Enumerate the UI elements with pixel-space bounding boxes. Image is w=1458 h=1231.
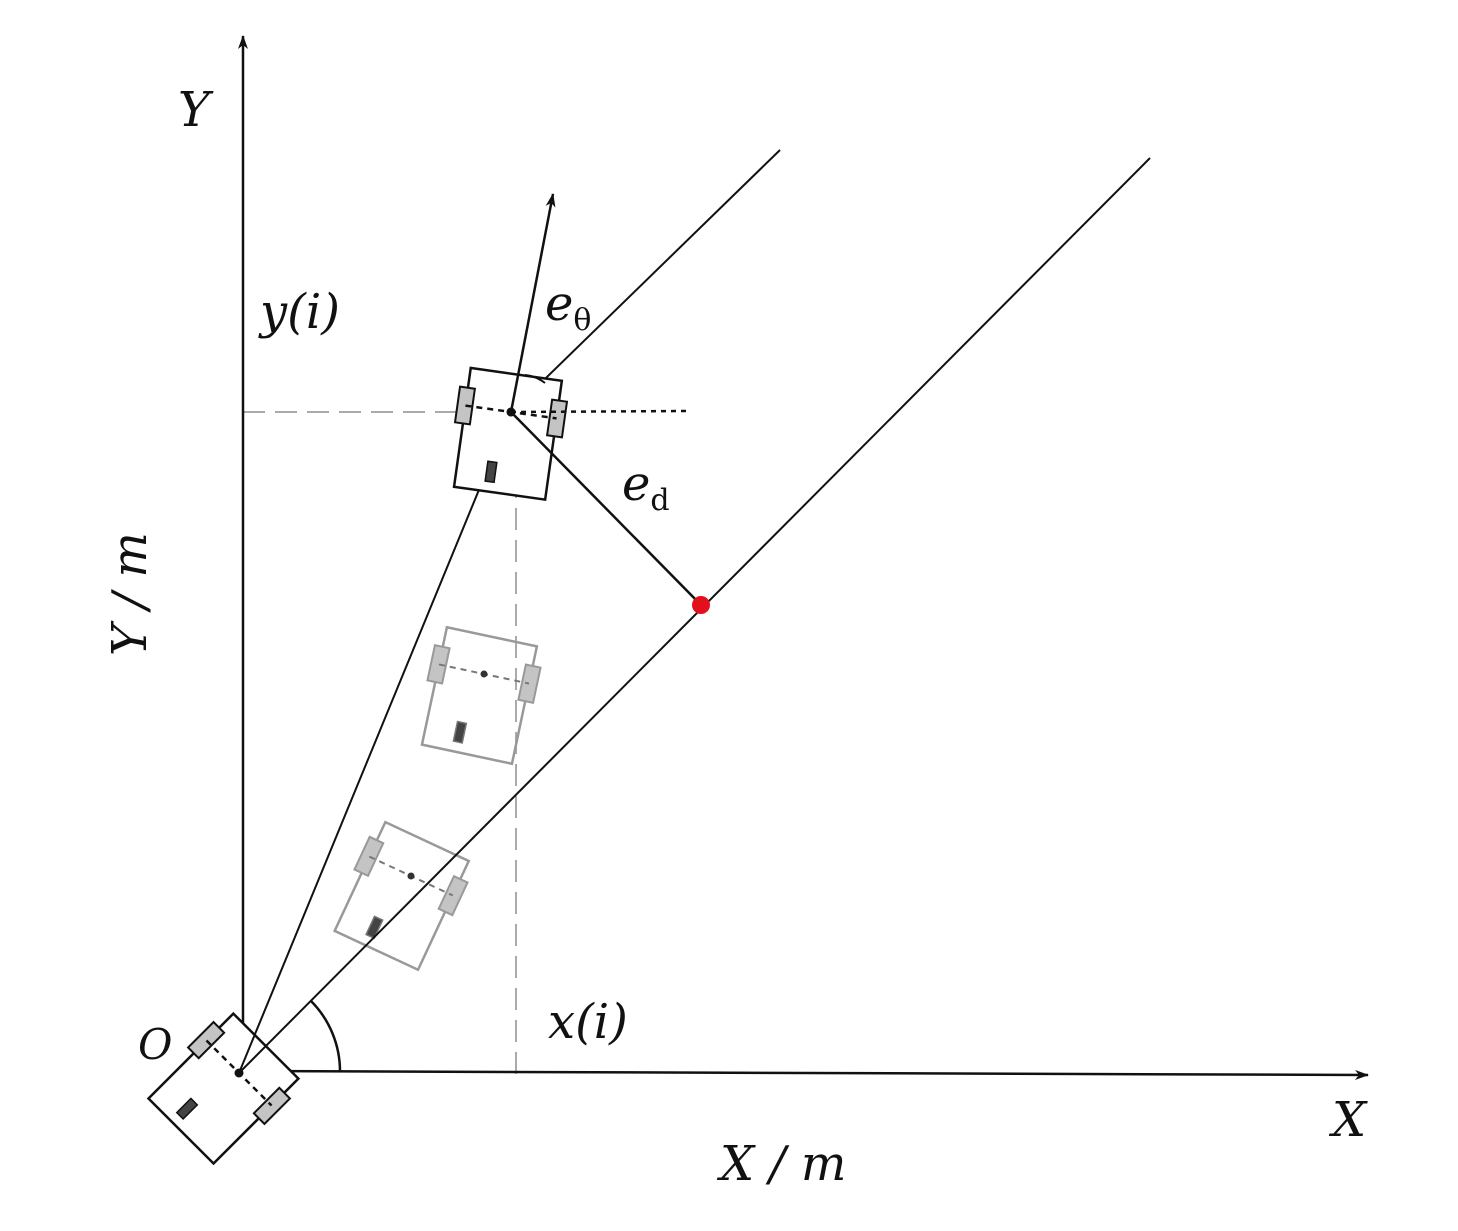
heading-arrow [509,193,556,413]
distance-error-label: ed [622,460,670,516]
x-axis-title: X / m [720,1136,847,1192]
robot-ghost-2 [326,817,478,975]
e-d-base: e [622,456,651,512]
robot-path-extension [510,149,781,413]
target-point [692,596,710,614]
robot-current [444,365,572,502]
y-axis-title: Y / m [102,524,158,664]
robot-ghost-1 [412,624,546,767]
e-theta-sub: θ [573,303,592,338]
x-i-label: x(i) [548,994,628,1050]
heading-error-label: eθ [545,280,591,336]
x-axis-label: X [1332,1092,1367,1148]
x-axis [242,1069,1369,1080]
reference-path [238,157,1151,1074]
e-d-sub: d [650,483,670,518]
line-origin-to-robot [238,411,512,1074]
distance-error-line [510,411,702,606]
heading-error-arc [524,374,546,384]
y-i-label: y(i) [260,284,340,340]
e-theta-base: e [545,276,574,332]
origin-label: O [138,1020,173,1069]
path-angle-arc [310,1000,342,1073]
y-axis-title-text: Y / m [102,532,158,656]
y-axis-label: Y [178,82,210,138]
